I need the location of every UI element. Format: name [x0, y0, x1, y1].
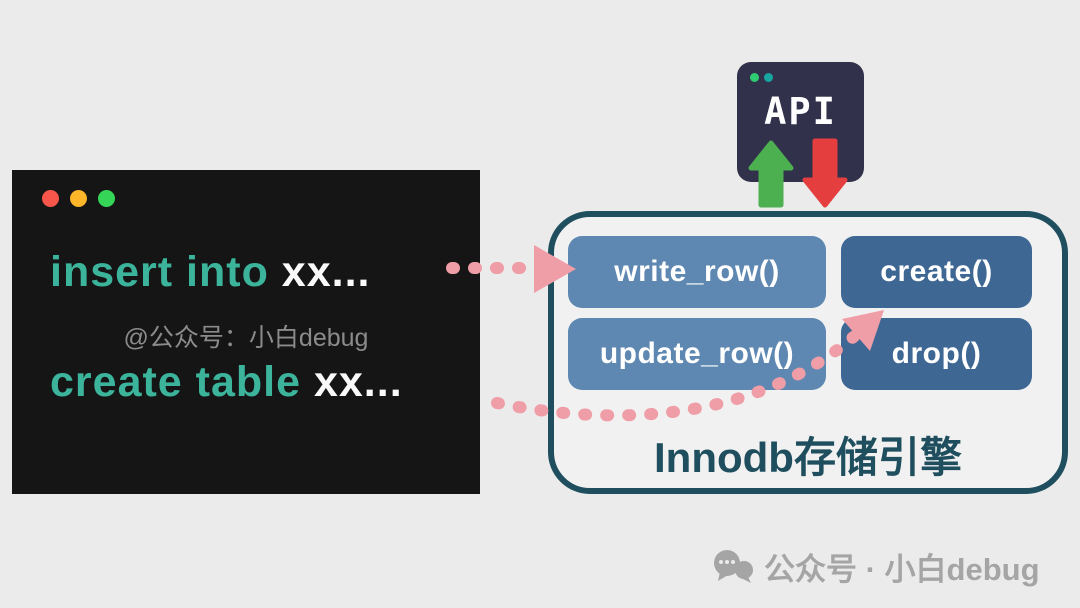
drop-node: drop() [841, 318, 1032, 390]
api-window-green-dot-icon [750, 73, 759, 82]
terminal-window: insert into xx... @公众号：小白debug create ta… [12, 170, 480, 494]
api-up-down-arrows-icon [748, 138, 848, 208]
write-row-node: write_row() [568, 236, 826, 308]
sql-rest-insert: xx... [268, 248, 371, 296]
engine-title: Innodb存储引擎 [654, 434, 962, 481]
terminal-watermark: @公众号：小白debug [123, 324, 369, 352]
api-label: API [764, 90, 837, 133]
sql-keyword-create: create table [50, 358, 302, 406]
traffic-light-red-icon [42, 190, 59, 207]
sql-line-create: create table xx... [50, 358, 403, 407]
create-node: create() [841, 236, 1032, 308]
sql-rest-create: xx... [301, 358, 403, 406]
update-row-node: update_row() [568, 318, 826, 390]
footer-watermark: 公众号 · 小白debug [712, 544, 1040, 589]
wechat-bubbles-icon [714, 549, 753, 583]
api-window-teal-dot-icon [764, 73, 773, 82]
sql-line-insert: insert into xx... [50, 248, 370, 297]
traffic-light-yellow-icon [70, 190, 87, 207]
up-arrow-icon [748, 140, 794, 208]
sql-keyword-insert: insert into [50, 248, 269, 296]
footer-watermark-text: 公众号 · 小白debug [764, 552, 1040, 587]
down-arrow-icon [802, 138, 848, 208]
traffic-light-green-icon [98, 190, 115, 207]
